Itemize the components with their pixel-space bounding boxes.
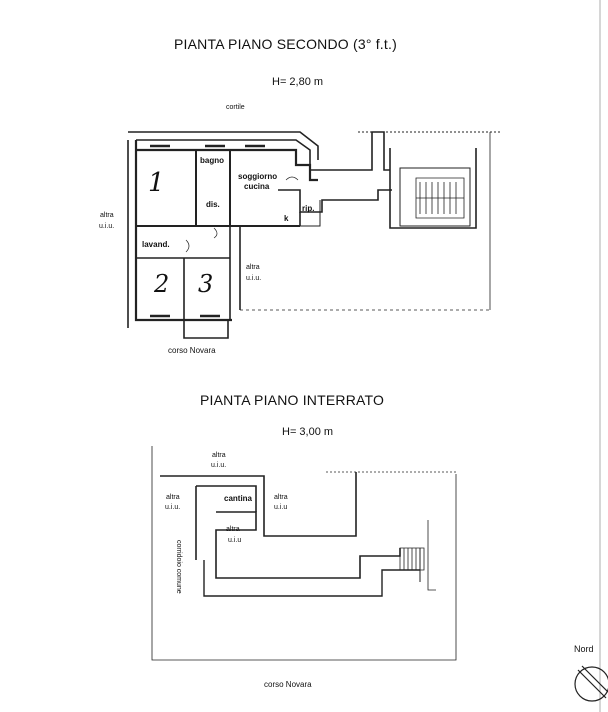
- upper-apartment-walls: [136, 148, 318, 182]
- lower-plan-height: H= 3,00 m: [282, 426, 334, 438]
- room-label-dis: dis.: [206, 200, 220, 209]
- lower-outer-boundary: [151, 446, 457, 661]
- room-label-lavand: lavand.: [142, 240, 170, 249]
- upper-left-label-1: altra: [100, 212, 114, 219]
- lower-left-label-2: u.i.u.: [165, 504, 181, 511]
- room-label-corridoio: corridoio comune: [175, 540, 182, 594]
- room-label-bagno: bagno: [200, 156, 224, 165]
- upper-plan-title: PIANTA PIANO SECONDO (3° f.t.): [174, 36, 397, 52]
- upper-street-label: corso Novara: [168, 346, 216, 355]
- lower-left-label-1: altra: [166, 494, 180, 501]
- room-number-2: 2: [154, 270, 170, 298]
- lower-street-label: corso Novara: [264, 680, 312, 689]
- lower-stair: [399, 547, 425, 571]
- upper-right-label-2: u.i.u.: [246, 275, 262, 282]
- room-label-cantina: cantina: [224, 494, 253, 503]
- upper-plan-height: H= 2,80 m: [272, 76, 324, 88]
- north-label: Nord: [574, 644, 594, 654]
- lower-mid-label-2: u.i.u: [274, 504, 288, 511]
- room-number-1: 1: [148, 168, 165, 198]
- room-label-cucina: cucina: [244, 182, 270, 191]
- upper-left-label-2: u.i.u.: [99, 223, 115, 230]
- lower-inner-label-2: u.i.u: [228, 537, 242, 544]
- room-label-k: k: [284, 214, 289, 223]
- lower-top-label-1: altra: [212, 452, 226, 459]
- room-label-rip: rip.: [302, 204, 315, 213]
- lower-mid-label-1: altra: [274, 494, 288, 501]
- north-arrow-icon: [574, 665, 608, 702]
- upper-stair: [415, 177, 465, 219]
- lower-inner-label-1: altra: [226, 526, 240, 533]
- upper-right-label-1: altra: [246, 264, 260, 271]
- room-label-cortile: cortile: [226, 104, 245, 111]
- room-label-soggiorno: soggiorno: [238, 172, 278, 181]
- lower-top-label-2: u.i.u.: [211, 462, 227, 469]
- lower-plan-title: PIANTA PIANO INTERRATO: [200, 392, 385, 408]
- room-number-3: 3: [198, 270, 214, 298]
